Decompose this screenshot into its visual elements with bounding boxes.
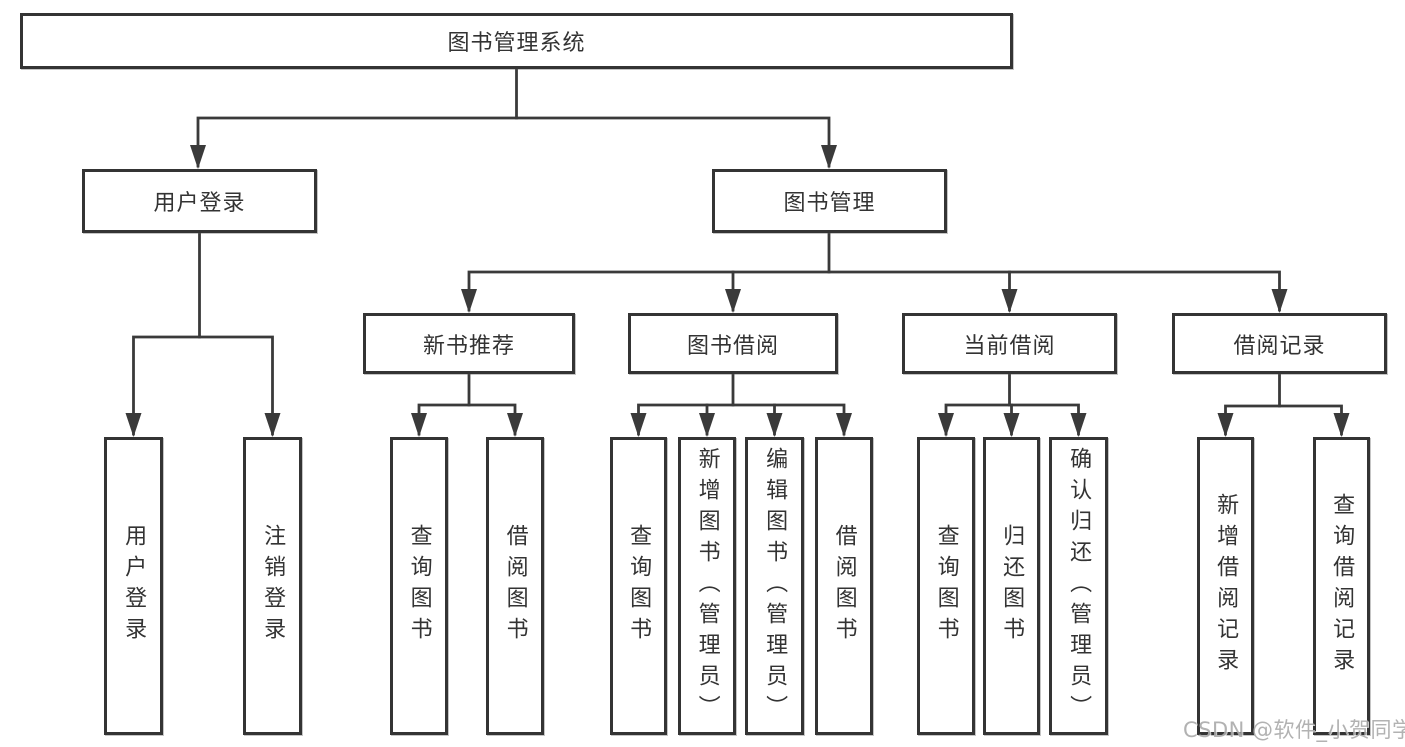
node-new-book-recommend-label: 新书推荐 bbox=[422, 333, 515, 359]
leaf-query-books-recommend: 查询图书 bbox=[390, 437, 448, 735]
leaf-borrow-books-borrowing: 借阅图书 bbox=[815, 437, 873, 735]
leaf-add-book-admin: 新增图书（管理员） bbox=[678, 437, 736, 735]
leaf-confirm-return-admin: 确认归还（管理员） bbox=[1049, 437, 1108, 735]
leaf-user-login-label: 用户登录 bbox=[121, 524, 147, 648]
connector-book-borrowing-children bbox=[630, 372, 852, 437]
leaf-edit-book-admin: 编辑图书（管理员） bbox=[745, 437, 804, 735]
node-current-borrowing: 当前借阅 bbox=[902, 313, 1117, 374]
node-book-management: 图书管理 bbox=[712, 169, 947, 233]
node-library-management-system: 图书管理系统 bbox=[20, 13, 1013, 69]
leaf-borrow-books-borrowing-label: 借阅图书 bbox=[831, 524, 857, 648]
leaf-query-books-borrowing: 查询图书 bbox=[610, 437, 667, 735]
connector-book-management-children bbox=[461, 231, 1288, 313]
leaf-logout-label: 注销登录 bbox=[260, 524, 286, 648]
connector-user-login-children bbox=[125, 231, 281, 437]
leaf-logout: 注销登录 bbox=[243, 437, 302, 735]
leaf-edit-book-admin-label: 编辑图书（管理员） bbox=[762, 446, 788, 726]
node-book-management-label: 图书管理 bbox=[783, 191, 876, 216]
leaf-return-books-label: 归还图书 bbox=[999, 524, 1025, 648]
connector-current-borrowing-children bbox=[938, 372, 1087, 437]
leaf-add-borrow-record-label: 新增借阅记录 bbox=[1213, 493, 1239, 679]
leaf-borrow-books-recommend: 借阅图书 bbox=[486, 437, 544, 735]
leaf-query-books-current-label: 查询图书 bbox=[933, 524, 959, 648]
leaf-confirm-return-admin-label: 确认归还（管理员） bbox=[1066, 446, 1092, 726]
node-current-borrowing-label: 当前借阅 bbox=[963, 333, 1056, 359]
node-borrowing-records-label: 借阅记录 bbox=[1233, 333, 1326, 359]
connector-borrowing-records-children bbox=[1217, 372, 1350, 437]
leaf-query-books-borrowing-label: 查询图书 bbox=[626, 524, 652, 648]
leaf-borrow-books-recommend-label: 借阅图书 bbox=[502, 524, 528, 648]
leaf-query-books-current: 查询图书 bbox=[917, 437, 975, 735]
leaf-query-borrow-record: 查询借阅记录 bbox=[1313, 437, 1370, 735]
node-library-management-system-label: 图书管理系统 bbox=[447, 31, 586, 56]
leaf-add-borrow-record: 新增借阅记录 bbox=[1197, 437, 1254, 735]
node-user-login: 用户登录 bbox=[82, 169, 317, 233]
leaf-query-books-recommend-label: 查询图书 bbox=[406, 524, 432, 648]
csdn-watermark: CSDN @软件_小贺同学 bbox=[1183, 718, 1405, 742]
leaf-return-books: 归还图书 bbox=[983, 437, 1040, 735]
node-book-borrowing-label: 图书借阅 bbox=[686, 333, 779, 359]
connector-new-book-recommend-children bbox=[411, 372, 523, 437]
node-book-borrowing: 图书借阅 bbox=[628, 313, 838, 374]
node-new-book-recommend: 新书推荐 bbox=[363, 313, 575, 374]
leaf-query-borrow-record-label: 查询借阅记录 bbox=[1329, 493, 1355, 679]
connector-root-to-level2 bbox=[190, 67, 837, 169]
leaf-user-login: 用户登录 bbox=[104, 437, 163, 735]
leaf-add-book-admin-label: 新增图书（管理员） bbox=[694, 446, 720, 726]
node-borrowing-records: 借阅记录 bbox=[1172, 313, 1387, 374]
node-user-login-label: 用户登录 bbox=[153, 191, 246, 216]
